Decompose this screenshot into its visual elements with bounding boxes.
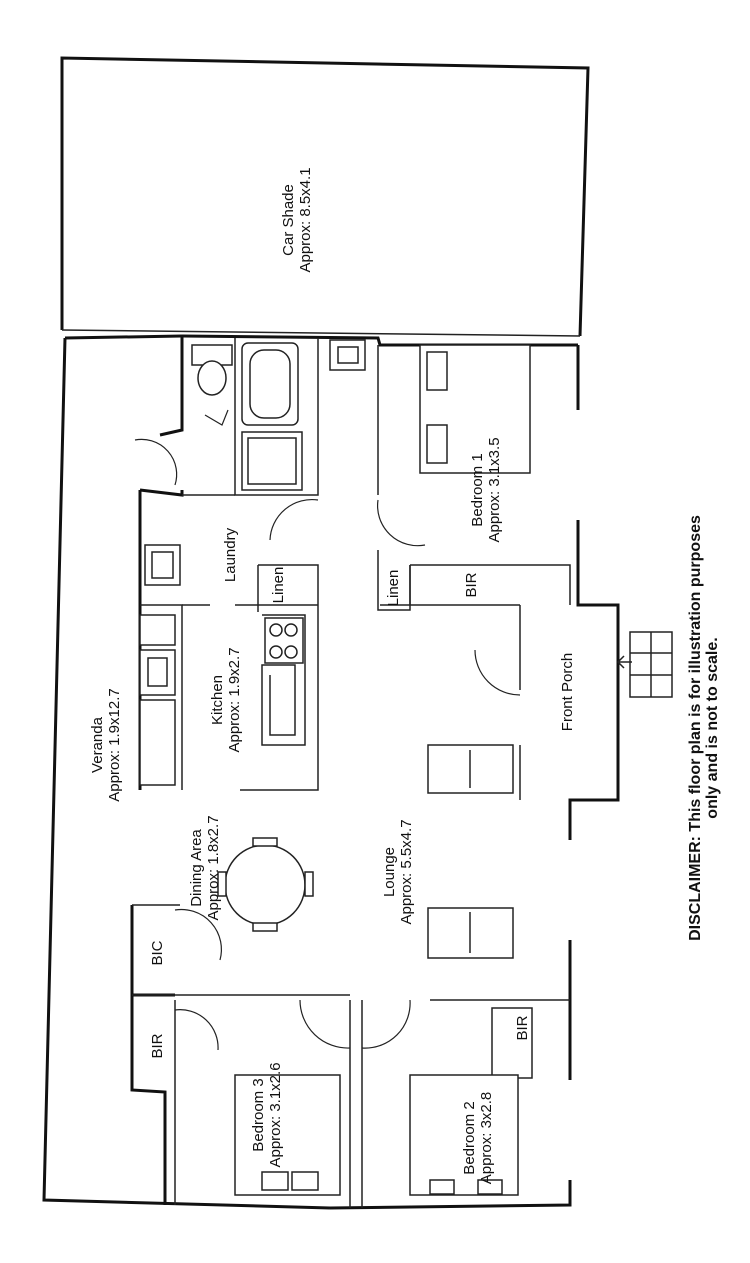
dining-table bbox=[217, 837, 314, 932]
label-dining: Dining Area Approx: 1.8x2.7 bbox=[188, 815, 222, 920]
kitchen-size: Approx: 1.9x2.7 bbox=[226, 647, 243, 752]
label-bedroom1: Bedroom 1 Approx: 3.1x3.5 bbox=[469, 437, 503, 542]
bedroom2-bed bbox=[409, 1074, 519, 1196]
label-bir-bed2: BIR bbox=[514, 1015, 531, 1040]
veranda-size: Approx: 1.9x12.7 bbox=[106, 688, 123, 801]
bic-name: BIC bbox=[149, 940, 166, 965]
lounge-size: Approx: 5.5x4.7 bbox=[398, 819, 415, 924]
label-bir-bed3: BIR bbox=[149, 1033, 166, 1058]
label-bic: BIC bbox=[149, 940, 166, 965]
veranda-name: Veranda bbox=[89, 716, 106, 773]
label-bedroom2: Bedroom 2 Approx: 3x2.8 bbox=[461, 1092, 495, 1185]
lounge-name: Lounge bbox=[381, 847, 398, 897]
linen-hall-name: Linen bbox=[385, 570, 402, 607]
front-steps bbox=[616, 631, 673, 698]
label-bir-bed1: BIR bbox=[463, 572, 480, 597]
bedroom1-size: Approx: 3.1x3.5 bbox=[486, 437, 503, 542]
dining-size: Approx: 1.8x2.7 bbox=[205, 815, 222, 920]
label-front-porch: Front Porch bbox=[559, 653, 576, 731]
label-car-shade: Car Shade Approx: 8.5x4.1 bbox=[280, 167, 314, 272]
laundry-fixtures bbox=[139, 544, 181, 786]
lounge-sofas bbox=[427, 744, 514, 959]
label-veranda: Veranda Approx: 1.9x12.7 bbox=[89, 688, 123, 801]
linen-laundry-name: Linen bbox=[270, 567, 287, 604]
disclaimer-line2: only and is not to scale. bbox=[704, 637, 721, 818]
label-lounge: Lounge Approx: 5.5x4.7 bbox=[381, 819, 415, 924]
car-shade-size: Approx: 8.5x4.1 bbox=[297, 167, 314, 272]
bir-bed3-name: BIR bbox=[149, 1033, 166, 1058]
bedroom3-name: Bedroom 3 bbox=[250, 1078, 267, 1151]
bedroom1-bed bbox=[419, 344, 531, 474]
door-swings bbox=[134, 409, 521, 1051]
bedroom3-size: Approx: 3.1x2.6 bbox=[267, 1062, 284, 1167]
car-shade-name: Car Shade bbox=[280, 184, 297, 256]
bathroom-fixtures bbox=[191, 339, 366, 491]
bedroom2-name: Bedroom 2 bbox=[461, 1101, 478, 1174]
dining-name: Dining Area bbox=[188, 829, 205, 907]
label-laundry: Laundry bbox=[222, 527, 239, 582]
label-bedroom3: Bedroom 3 Approx: 3.1x2.6 bbox=[250, 1062, 284, 1167]
label-kitchen: Kitchen Approx: 1.9x2.7 bbox=[209, 647, 243, 752]
laundry-name: Laundry bbox=[222, 527, 239, 582]
disclaimer-line1: DISCLAIMER: This floor plan is for illus… bbox=[687, 515, 704, 941]
car-shade-outline bbox=[60, 56, 590, 337]
house-outline bbox=[42, 334, 620, 1210]
front-porch-name: Front Porch bbox=[559, 653, 576, 731]
disclaimer: DISCLAIMER: This floor plan is for illus… bbox=[687, 515, 721, 941]
bir-bed1-name: BIR bbox=[463, 572, 480, 597]
label-linen-laundry: Linen bbox=[270, 567, 287, 604]
bedroom3-bed bbox=[234, 1074, 341, 1196]
interior-walls bbox=[132, 338, 571, 1208]
bedroom1-name: Bedroom 1 bbox=[469, 453, 486, 526]
bir-bed2-name: BIR bbox=[514, 1015, 531, 1040]
kitchen-name: Kitchen bbox=[209, 675, 226, 725]
bedroom2-size: Approx: 3x2.8 bbox=[478, 1092, 495, 1185]
cooktop-icon bbox=[264, 617, 304, 664]
label-linen-hall: Linen bbox=[385, 570, 402, 607]
